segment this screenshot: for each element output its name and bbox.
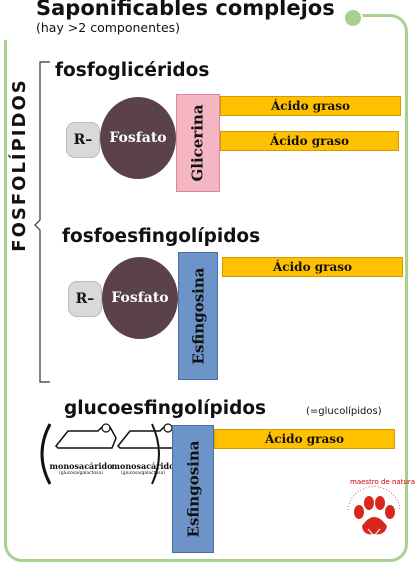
fatty-acid-bar: Ácido graso (222, 257, 403, 277)
r-group-box: R– (66, 122, 100, 158)
section-title-fosfogliceridos: fosfoglicéridos (55, 60, 210, 81)
fatty-acid-bar: Ácido graso (214, 429, 395, 449)
sugar-rings (40, 423, 176, 485)
page-subtitle: (hay >2 componentes) (36, 20, 181, 35)
frame-gap (0, 0, 345, 40)
side-label: FOSFOLÍPIDOS (9, 78, 30, 252)
sugar-item: monosacárido (glucosa/galactosa) (46, 461, 116, 476)
paw-logo-icon (347, 485, 401, 537)
sphingosine-box: Esfingosina (178, 252, 218, 380)
section-title-fosfoesfingolipidos: fosfoesfingolípidos (62, 226, 261, 247)
section-title-glucoesfingolipidos: glucoesfingolípidos (64, 398, 267, 419)
fatty-acid-bar: Ácido graso (220, 96, 401, 116)
title-dot (343, 8, 363, 28)
side-bracket (34, 61, 50, 383)
r-group-box: R– (68, 281, 102, 317)
sphingosine-box: Esfingosina (172, 425, 214, 553)
sugar-label: monosacárido (49, 461, 113, 471)
glycerol-box: Glicerina (176, 94, 220, 192)
sugar-sublabel: (glucosa/galactosa) (58, 471, 104, 476)
sphingosine-label: Esfingosina (184, 440, 203, 538)
sugar-label: monosacárido (111, 461, 175, 471)
phosphate-circle: Fosfato (102, 257, 178, 339)
page-title: Saponificables complejos (36, 0, 335, 20)
glycerol-label: Glicerina (189, 104, 208, 182)
phosphate-circle: Fosfato (100, 97, 176, 179)
section-note: (=glucolípidos) (306, 406, 382, 417)
fatty-acid-bar: Ácido graso (220, 131, 399, 151)
sugar-item: monosacárido (glucosa/galactosa) (108, 461, 178, 476)
sugar-sublabel: (glucosa/galactosa) (120, 471, 166, 476)
logo-text: maestro de naturales (350, 478, 415, 486)
sphingosine-label: Esfingosina (189, 267, 208, 365)
